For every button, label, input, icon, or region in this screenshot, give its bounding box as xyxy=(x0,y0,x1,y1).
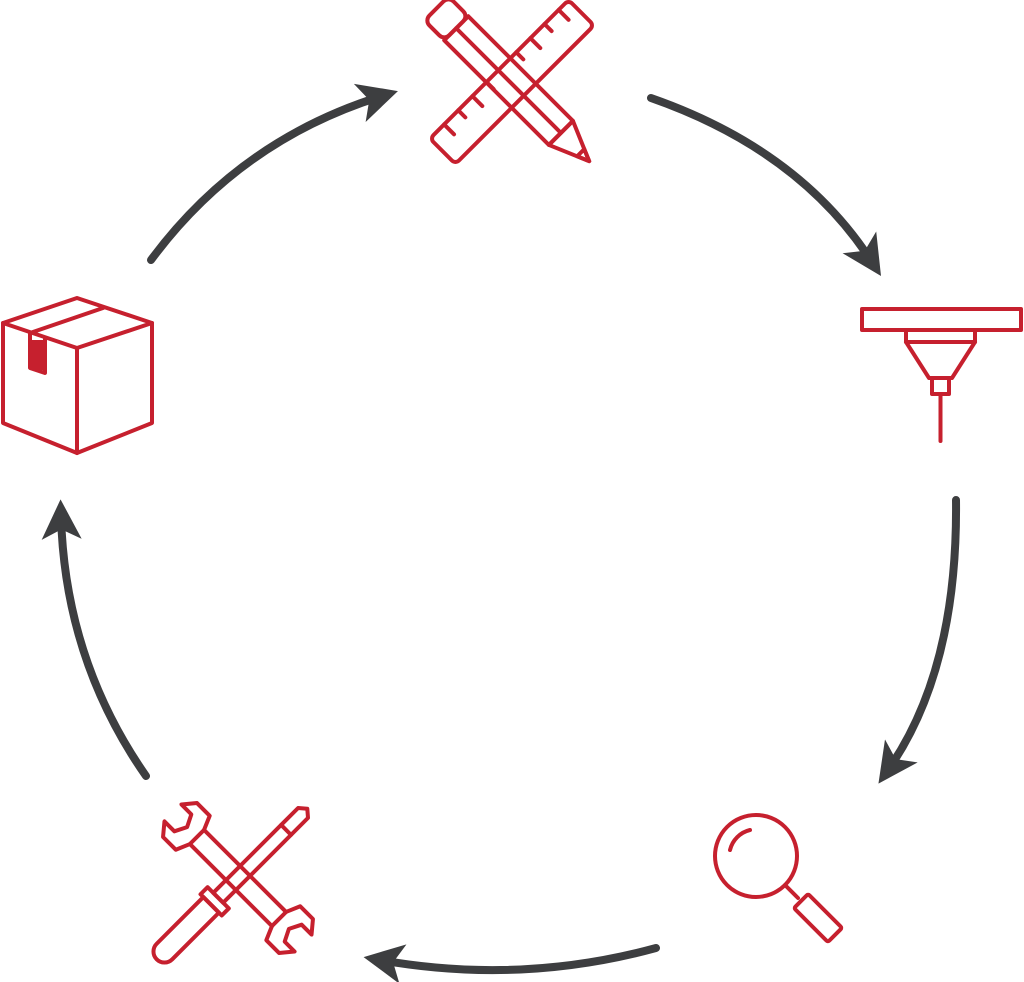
arrow-machining-to-inspection xyxy=(878,496,961,784)
wrench-and-screwdriver-icon xyxy=(151,801,315,965)
arrow-design-to-machining xyxy=(647,94,882,277)
spindle-taper xyxy=(904,340,977,380)
magnifier-glare xyxy=(728,828,752,852)
shipping-box-icon xyxy=(1,296,154,455)
box-tape-side xyxy=(28,331,47,375)
arrow-shipping-to-design xyxy=(147,83,398,264)
box-left-face xyxy=(1,321,79,455)
magnifying-glass-icon xyxy=(713,813,844,944)
pencil-and-ruler-icon xyxy=(425,0,594,164)
spindle-head xyxy=(904,328,977,344)
pencil-icon xyxy=(425,0,592,164)
box-top xyxy=(1,296,154,350)
magnifier-lens xyxy=(713,813,799,899)
box-right-face xyxy=(75,321,154,455)
screwdriver-icon xyxy=(151,805,311,965)
cycle-arrows xyxy=(41,83,961,982)
box-tape-top xyxy=(28,306,105,335)
box-tape-fill xyxy=(32,340,43,370)
arrow-maintenance-to-shipping xyxy=(41,499,150,780)
magnifier-neck xyxy=(783,883,800,900)
wrench-icon xyxy=(161,801,315,955)
arrow-inspection-to-maintenance xyxy=(363,944,660,982)
spindle-mount-plate xyxy=(860,307,1023,332)
cnc-spindle-icon xyxy=(860,307,1023,443)
magnifier-handle xyxy=(792,892,844,944)
spindle-chuck xyxy=(930,376,951,396)
